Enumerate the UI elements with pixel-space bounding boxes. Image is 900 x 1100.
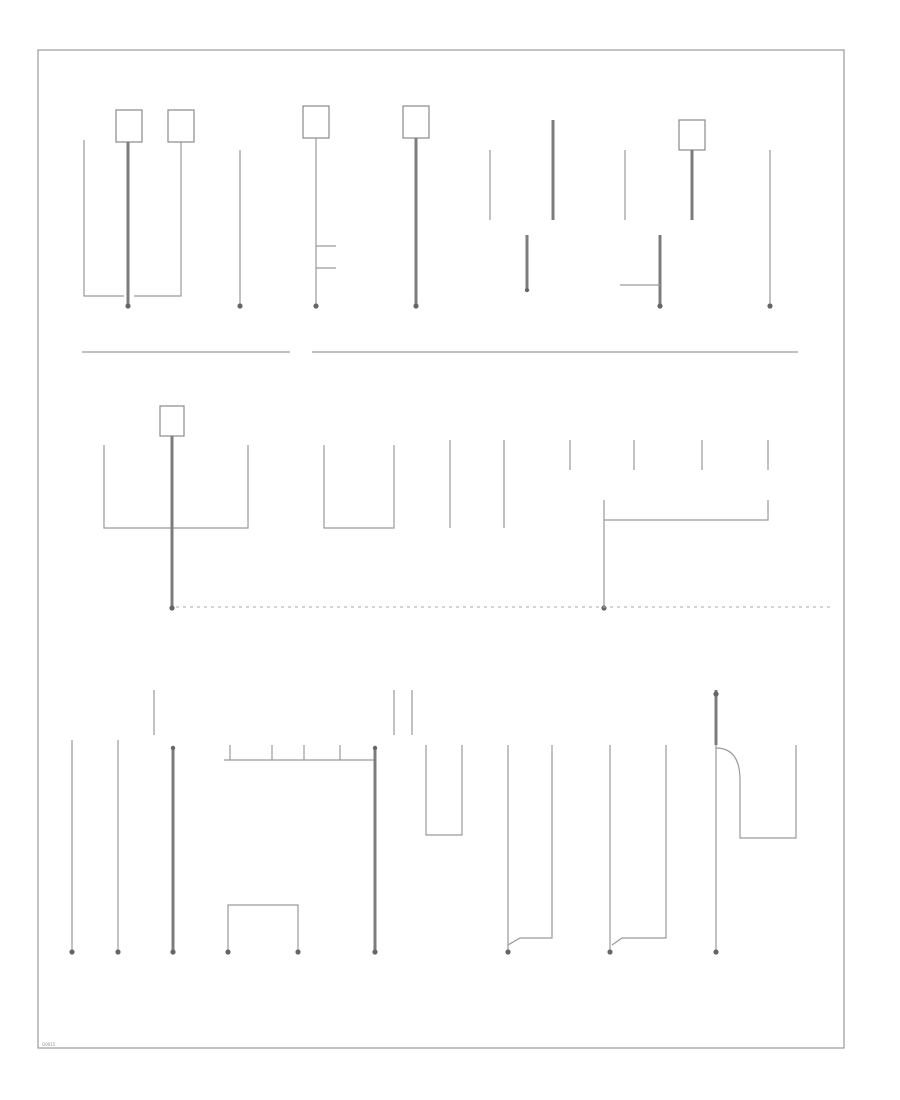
splice-point — [372, 745, 378, 751]
component-box — [302, 105, 330, 139]
ground-point — [69, 949, 75, 955]
ground-point — [657, 303, 663, 309]
component-box — [167, 109, 195, 143]
component-box — [402, 105, 430, 139]
wire — [569, 440, 769, 470]
wire — [611, 745, 667, 946]
ground-point — [115, 949, 121, 955]
ground-point — [237, 303, 243, 309]
ground-point — [505, 949, 511, 955]
ground-point — [767, 303, 773, 309]
ground-point — [169, 605, 175, 611]
wire — [103, 445, 249, 529]
ground-point — [413, 303, 419, 309]
wire — [323, 445, 395, 529]
ground-point — [601, 605, 607, 611]
splice-point — [524, 287, 530, 293]
section-bottom-grounds — [69, 690, 797, 955]
wire — [134, 142, 182, 297]
component-box — [678, 119, 706, 151]
section-top-grounds — [82, 105, 798, 353]
ground-point — [713, 949, 719, 955]
wire — [83, 140, 124, 297]
ground-point — [713, 691, 719, 697]
section-middle-grounds — [103, 405, 830, 611]
ground-point — [295, 949, 301, 955]
wire-branch — [316, 245, 336, 269]
wire — [715, 745, 797, 839]
wire — [507, 745, 553, 946]
ground-point — [170, 949, 176, 955]
wire — [229, 745, 341, 760]
component-box — [115, 109, 143, 143]
wire — [425, 745, 463, 836]
splice-point — [170, 745, 176, 751]
wire — [604, 500, 769, 521]
bracket — [153, 690, 395, 735]
ground-point — [607, 949, 613, 955]
ground-point — [125, 303, 131, 309]
ground-point — [313, 303, 319, 309]
diagram-code: G0015 — [42, 1042, 56, 1047]
ground-point — [372, 949, 378, 955]
component-box — [159, 405, 185, 437]
diagram-border — [37, 49, 845, 1049]
wire — [227, 904, 299, 950]
ground-point — [225, 949, 231, 955]
